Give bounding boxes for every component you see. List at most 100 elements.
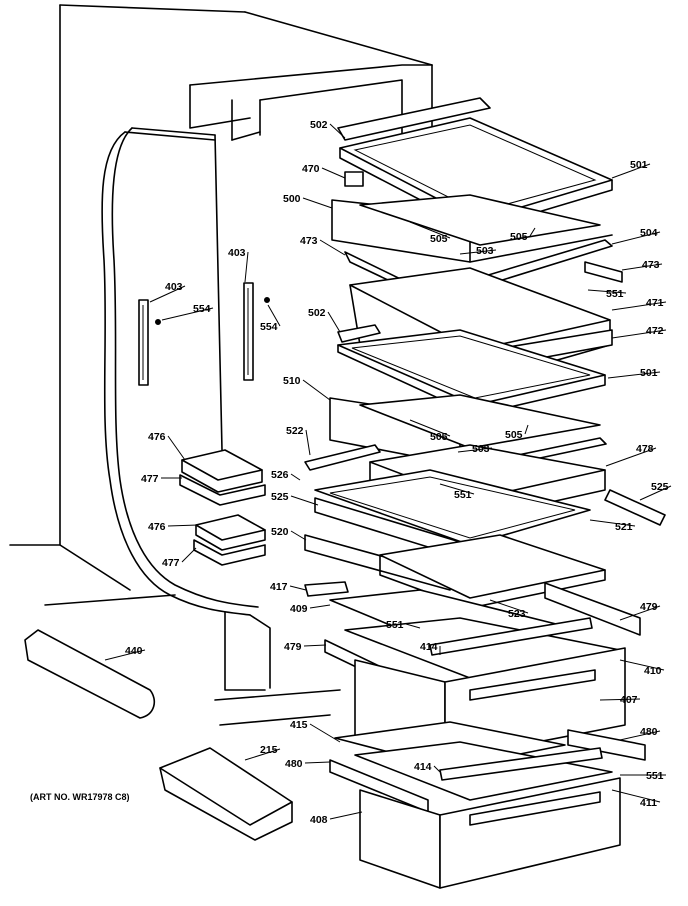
callout-leader-411 (611, 789, 661, 803)
callout-label-403: 403 (228, 247, 246, 259)
dairy-bin-476-lower (195, 514, 266, 551)
callout-label-415: 415 (290, 719, 308, 731)
shelf-rail-right (243, 282, 254, 381)
callout-leader-521 (589, 519, 636, 527)
shelf-rail-left (138, 299, 149, 386)
callout-leader-551 (405, 623, 421, 629)
callout-label-414: 414 (414, 761, 432, 773)
callout-leader-215 (244, 748, 281, 761)
callout-leader-510 (302, 379, 331, 401)
callout-label-472: 472 (646, 325, 664, 337)
callout-leader-551 (439, 483, 475, 495)
callout-label-503: 503 (476, 245, 494, 257)
drawer-front-410 (344, 617, 621, 679)
callout-leader-503 (457, 447, 493, 453)
callout-leader-502 (327, 311, 341, 333)
crisper-cover-520 (304, 534, 606, 609)
callout-label-522: 522 (286, 425, 304, 437)
callout-label-502: 502 (310, 119, 328, 131)
callout-label-470: 470 (302, 163, 320, 175)
rail-522 (304, 444, 381, 471)
callout-label-525: 525 (651, 481, 669, 493)
callout-leader-551 (587, 289, 627, 294)
callout-leader-554 (267, 304, 281, 327)
callout-leader-472 (611, 329, 667, 339)
callout-leader-476 (167, 435, 186, 461)
callout-leader-480 (304, 761, 331, 764)
callout-leader-505 (524, 424, 529, 435)
callout-leader-520 (290, 530, 307, 541)
callout-leader-502 (329, 123, 346, 139)
callout-leader-407 (599, 698, 641, 701)
callout-label-551: 551 (606, 288, 624, 300)
callout-label-526: 526 (271, 469, 289, 481)
callout-label-473: 473 (642, 259, 660, 271)
callout-leader-473 (319, 239, 346, 256)
shelf-frame-500 (331, 194, 613, 263)
callout-leader-414 (433, 765, 441, 773)
callout-leader-410 (619, 659, 665, 671)
callout-label-500: 500 (283, 193, 301, 205)
rail-525-right (604, 489, 666, 526)
bracket-470 (344, 171, 364, 187)
art-number-label: (ART NO. WR17978 C8) (30, 792, 130, 802)
callout-leader-501 (611, 163, 651, 179)
drawer-rail-480-right (567, 729, 646, 761)
callout-label-525: 525 (271, 491, 289, 503)
slide-rail-479-right (544, 582, 641, 636)
callout-label-477: 477 (141, 473, 159, 485)
callout-leader-403 (149, 285, 186, 303)
callout-leader-501 (607, 371, 661, 379)
callout-label-505: 505 (430, 431, 448, 443)
drawer-408 (359, 777, 621, 889)
callout-label-477: 477 (162, 557, 180, 569)
callout-label-476: 476 (148, 521, 166, 533)
callout-label-551: 551 (454, 489, 472, 501)
callout-label-505: 505 (430, 233, 448, 245)
dairy-bin-477-lower (193, 539, 266, 566)
callout-label-440: 440 (125, 645, 143, 657)
callout-leader-525 (639, 485, 672, 501)
callout-leader-504 (611, 231, 661, 245)
callout-leader-554 (161, 307, 214, 321)
bracket-417 (304, 581, 349, 597)
callout-label-411: 411 (640, 797, 657, 809)
callout-leader-477 (181, 547, 197, 563)
callout-leader-470 (321, 167, 346, 179)
callout-leader-503 (459, 249, 497, 255)
callout-label-554: 554 (193, 303, 211, 315)
callout-label-502: 502 (308, 307, 326, 319)
callout-label-480: 480 (285, 758, 303, 770)
callout-label-471: 471 (646, 297, 664, 309)
callout-label-473: 473 (300, 235, 318, 247)
screw-554-right (264, 297, 270, 303)
callout-label-403: 403 (165, 281, 183, 293)
callout-leader-479 (619, 605, 661, 621)
bin-215 (159, 747, 293, 841)
callout-leader-522 (305, 429, 311, 456)
glass-shelf-521 (314, 469, 591, 546)
callout-label-407: 407 (620, 694, 638, 706)
callout-leader-526 (290, 473, 301, 481)
callout-label-479: 479 (284, 641, 302, 653)
callout-label-478: 478 (636, 443, 654, 455)
callout-leader-500 (302, 197, 333, 209)
callout-label-480: 480 (640, 726, 658, 738)
shelf-frame-510 (329, 394, 601, 466)
callout-label-410: 410 (644, 665, 662, 677)
callout-label-501: 501 (630, 159, 648, 171)
callout-label-409: 409 (290, 603, 308, 615)
callout-leader-403 (244, 251, 249, 283)
callout-leader-523 (489, 599, 529, 614)
callout-label-551: 551 (646, 770, 664, 782)
callout-label-417: 417 (270, 581, 288, 593)
callout-label-520: 520 (271, 526, 289, 538)
callout-leader-408 (329, 811, 363, 820)
callout-label-503: 503 (472, 443, 490, 455)
callout-label-551: 551 (386, 619, 404, 631)
callout-leader-525 (290, 495, 319, 506)
screw-554-left (155, 319, 161, 325)
callout-leader-440 (104, 649, 146, 661)
trim-440 (24, 629, 156, 719)
